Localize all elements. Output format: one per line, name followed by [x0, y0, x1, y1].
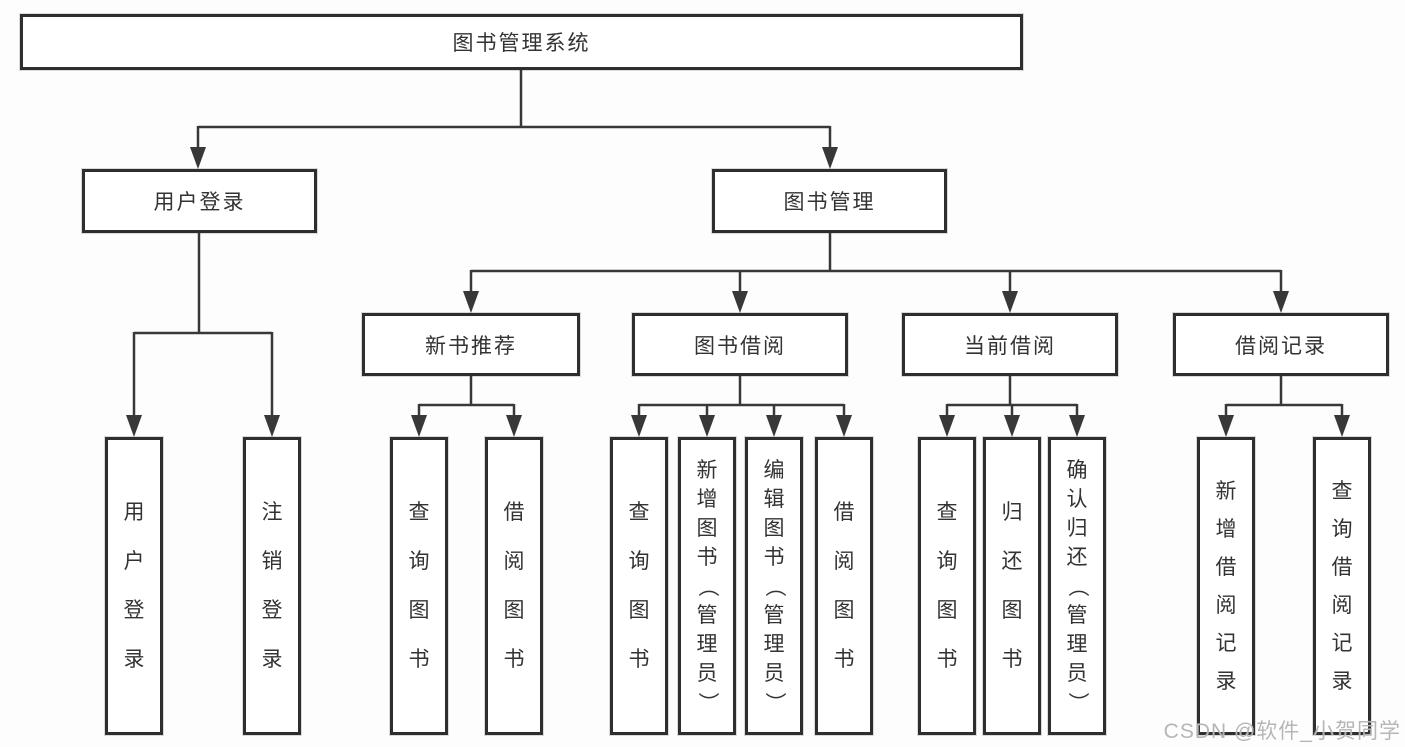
node-current-borrowing: 当前借阅	[902, 313, 1118, 376]
leaf-query-borrow-record: 查询借阅记录	[1313, 437, 1371, 735]
leaf-confirm-return-admin: 确认归还（管理员）	[1048, 437, 1106, 735]
leaf-query-borrow-record-label: 查询借阅记录	[1331, 479, 1353, 693]
connector-book-mgmt-branch	[469, 231, 1283, 294]
leaf-recommend-query-books-label: 查询图书	[408, 501, 430, 671]
leaf-recommend-borrow-books: 借阅图书	[485, 437, 543, 735]
watermark: CSDN @软件_小贺同学	[1163, 720, 1401, 743]
leaf-add-books-admin-label: 新增图书（管理员）	[695, 458, 719, 713]
leaf-current-query-books-label: 查询图书	[936, 501, 958, 671]
leaf-borrowing-query-books-label: 查询图书	[628, 501, 650, 671]
node-borrow-records-label: 借阅记录	[1235, 334, 1327, 358]
leaf-logout: 注销登录	[243, 437, 301, 735]
leaf-recommend-query-books: 查询图书	[390, 437, 448, 735]
leaf-return-books-label: 归还图书	[1001, 501, 1023, 671]
leaf-recommend-borrow-books-label: 借阅图书	[503, 501, 525, 671]
node-user-login-label: 用户登录	[153, 191, 246, 214]
leaf-borrowing-borrow-books: 借阅图书	[815, 437, 873, 735]
leaf-user-login: 用户登录	[105, 437, 163, 735]
node-book-borrowing: 图书借阅	[632, 313, 848, 376]
leaf-user-login-label: 用户登录	[123, 501, 145, 671]
leaf-add-books-admin: 新增图书（管理员）	[678, 437, 736, 735]
connector-user-login-branch	[132, 231, 274, 418]
connector-leaf-branches	[417, 374, 1344, 418]
node-new-book-recommend: 新书推荐	[362, 313, 580, 376]
node-borrow-records: 借阅记录	[1173, 313, 1389, 376]
leaf-borrowing-query-books: 查询图书	[610, 437, 668, 735]
node-book-borrowing-label: 图书借阅	[694, 334, 786, 358]
node-new-book-recommend-label: 新书推荐	[425, 334, 517, 358]
leaf-add-borrow-record: 新增借阅记录	[1197, 437, 1255, 735]
leaf-logout-label: 注销登录	[261, 501, 283, 671]
node-library-system-label: 图书管理系统	[452, 32, 591, 55]
node-user-login: 用户登录	[82, 169, 317, 233]
node-book-management: 图书管理	[712, 169, 947, 233]
leaf-return-books: 归还图书	[983, 437, 1041, 735]
leaf-add-borrow-record-label: 新增借阅记录	[1215, 479, 1237, 693]
node-book-management-label: 图书管理	[783, 191, 876, 214]
leaf-edit-books-admin: 编辑图书（管理员）	[745, 437, 803, 735]
node-current-borrowing-label: 当前借阅	[964, 334, 1056, 358]
leaf-edit-books-admin-label: 编辑图书（管理员）	[762, 458, 786, 713]
leaf-borrowing-borrow-books-label: 借阅图书	[833, 501, 855, 671]
connector-root-to-level2	[196, 68, 832, 150]
leaf-current-query-books: 查询图书	[918, 437, 976, 735]
leaf-confirm-return-admin-label: 确认归还（管理员）	[1065, 458, 1089, 713]
node-library-system: 图书管理系统	[20, 14, 1023, 70]
